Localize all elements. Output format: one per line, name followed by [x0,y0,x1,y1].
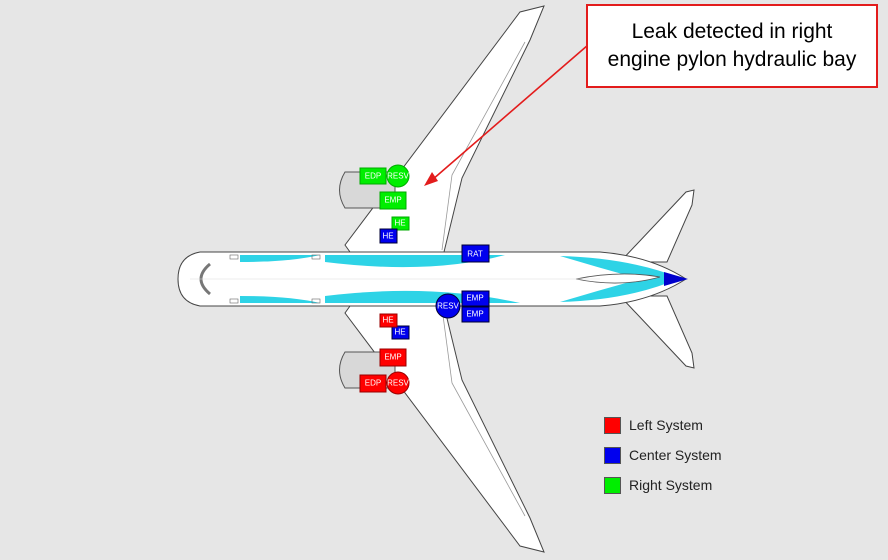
legend-swatch-center [604,446,621,464]
legend-item-right-system: Right System [604,470,722,500]
svg-text:EMP: EMP [384,353,401,362]
door-marker [311,254,321,260]
legend-swatch-right [604,476,621,494]
legend-label-left: Left System [629,417,703,433]
svg-text:HE: HE [382,232,393,241]
legend-swatch-left [604,416,621,434]
fuselage-tint-tail [560,256,680,302]
vertical-fin [575,273,661,284]
left-he[interactable]: HE [379,313,398,328]
center-emp-1[interactable]: EMP [461,290,490,307]
svg-text:EDP: EDP [365,172,381,181]
leak-callout-box: Leak detected in right engine pylon hydr… [586,4,878,88]
svg-text:RESV: RESV [387,379,409,388]
right-emp[interactable]: EMP [379,191,407,210]
center-resv[interactable]: RESV [435,293,461,319]
door-marker [229,298,239,304]
right-edp[interactable]: EDP [359,167,387,185]
svg-text:HE: HE [382,316,393,325]
upper-wing-flap-line [441,41,526,251]
fuselage-tint-lower-fwd [240,296,320,303]
svg-text:EDP: EDP [365,379,381,388]
lower-wing-flap-line [441,307,526,517]
svg-text:RAT: RAT [467,250,483,259]
callout-line-1: Leak detected in right [631,20,833,43]
svg-text:RESV: RESV [437,302,459,311]
center-emp-2[interactable]: EMP [461,306,490,323]
svg-text:RESV: RESV [387,172,409,181]
callout-arrow [431,44,589,181]
door-marker [311,298,321,304]
legend-item-center-system: Center System [604,440,722,470]
left-resv[interactable]: RESV [386,371,410,395]
legend-label-center: Center System [629,447,722,463]
center-he-upper[interactable]: HE [379,228,398,244]
svg-text:EMP: EMP [466,310,483,319]
tail-cone-marker [664,272,688,286]
callout-line-2: engine pylon hydraulic bay [607,48,857,71]
right-he[interactable]: HE [391,216,410,231]
upper-stabilizer [618,189,695,263]
svg-text:HE: HE [394,219,405,228]
left-emp[interactable]: EMP [379,348,407,367]
upper-wing [344,5,545,253]
rat[interactable]: RAT [461,244,490,263]
lower-wing [344,305,545,553]
lower-stabilizer [618,295,695,369]
legend: Left System Center System Right System [604,410,722,500]
left-edp[interactable]: EDP [359,374,387,393]
legend-item-left-system: Left System [604,410,722,440]
fuselage-tint-upper-mid [325,255,505,268]
svg-text:EMP: EMP [384,196,401,205]
right-resv[interactable]: RESV [386,164,410,188]
svg-text:EMP: EMP [466,294,483,303]
legend-label-right: Right System [629,477,713,493]
fuselage-tint-upper-fwd [240,255,320,262]
callout-arrowhead [424,172,438,186]
door-marker [229,254,239,260]
svg-text:HE: HE [394,328,405,337]
center-he-lower[interactable]: HE [391,325,410,340]
